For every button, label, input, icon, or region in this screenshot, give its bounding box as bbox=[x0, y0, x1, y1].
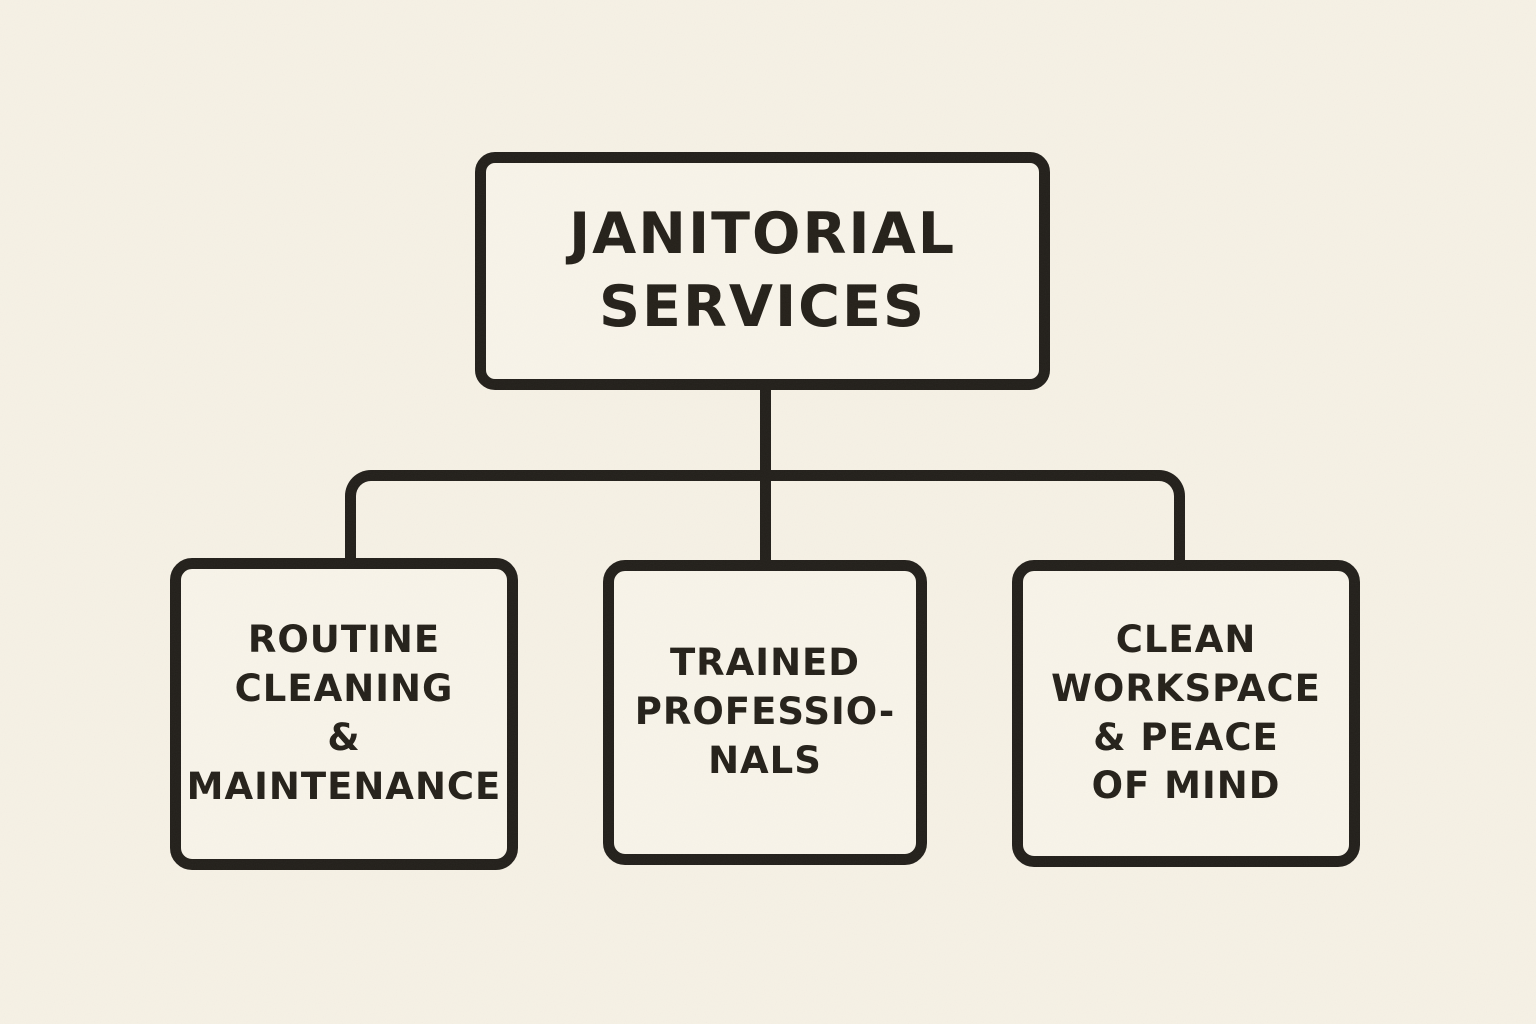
node-trained-professionals: TRAINED PROFESSIO- NALS bbox=[603, 560, 927, 865]
node-clean-workspace-peace-of-mind: CLEAN WORKSPACE & PEACE OF MIND bbox=[1012, 560, 1360, 867]
node-trained-professionals-label: TRAINED PROFESSIO- NALS bbox=[634, 641, 896, 782]
connector-middle-stem bbox=[760, 470, 771, 565]
connector-root-stem bbox=[760, 386, 771, 476]
node-routine-cleaning-maintenance-label: ROUTINE CLEANING & MAINTENANCE bbox=[186, 618, 502, 808]
node-clean-workspace-peace-of-mind-label: CLEAN WORKSPACE & PEACE OF MIND bbox=[1051, 617, 1321, 808]
node-janitorial-services: JANITORIAL SERVICES bbox=[475, 152, 1050, 390]
node-janitorial-services-label: JANITORIAL SERVICES bbox=[568, 201, 957, 340]
node-routine-cleaning-maintenance: ROUTINE CLEANING & MAINTENANCE bbox=[170, 558, 518, 870]
